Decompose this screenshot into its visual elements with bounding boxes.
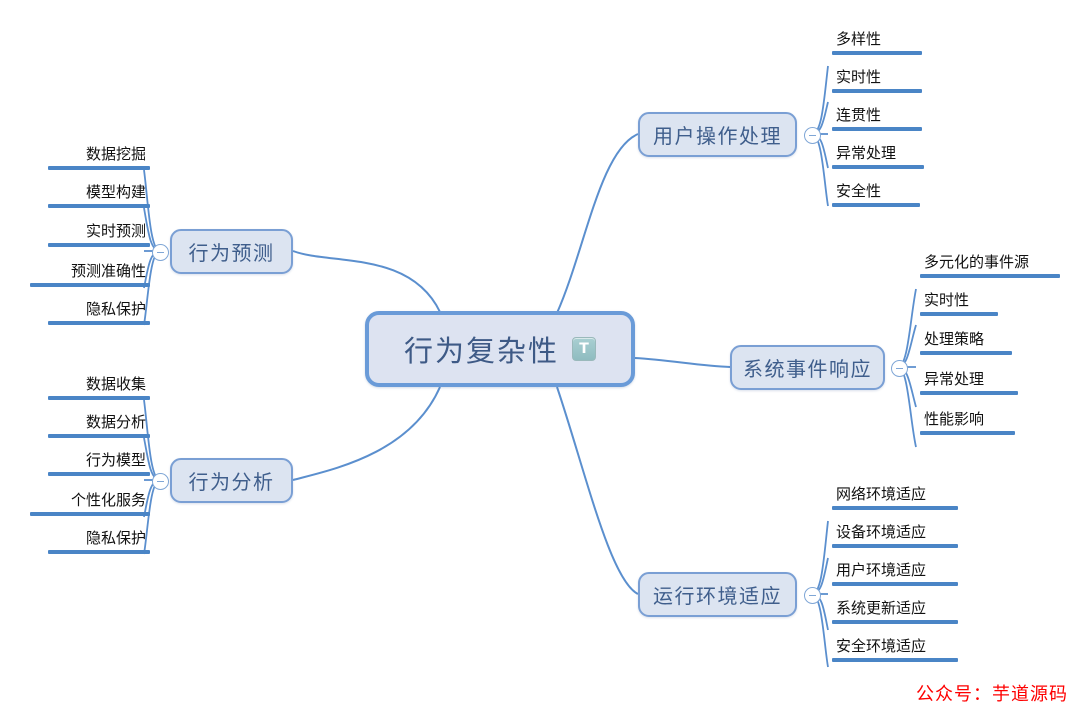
minus-icon	[896, 367, 903, 370]
leaf-underline	[832, 582, 958, 586]
leaf-label: 异常处理	[924, 370, 985, 388]
root-label: 行为复杂性	[403, 334, 559, 368]
leaf-label: 实时预测	[85, 222, 146, 240]
leaf-item[interactable]: 安全性	[832, 182, 920, 207]
leaf-underline	[920, 274, 1060, 278]
leaf-underline	[48, 472, 150, 476]
leaf-item[interactable]: 多元化的事件源	[920, 253, 1060, 278]
leaf-label: 多样性	[836, 30, 882, 48]
leaf-underline	[832, 165, 924, 169]
leaf-label: 数据分析	[85, 413, 146, 431]
leaf-underline	[48, 550, 150, 554]
leaf-label: 性能影响	[924, 410, 985, 428]
leaf-label: 安全环境适应	[836, 637, 927, 655]
leaf-item[interactable]: 性能影响	[920, 410, 1015, 435]
branch-label: 行为预测	[188, 241, 275, 265]
leaf-label: 异常处理	[836, 144, 897, 162]
leaf-underline	[48, 321, 150, 325]
leaf-label: 隐私保护	[85, 529, 146, 547]
leaf-item[interactable]: 隐私保护	[48, 529, 150, 554]
leaf-underline	[30, 512, 150, 516]
branch-label: 系统事件响应	[743, 357, 872, 381]
leaf-underline	[48, 204, 150, 208]
minus-icon	[157, 480, 164, 483]
branch-node-behavior-analysis[interactable]: 行为分析	[170, 458, 293, 503]
leaf-underline	[832, 506, 958, 510]
leaf-item[interactable]: 网络环境适应	[832, 485, 958, 510]
leaf-item[interactable]: 连贯性	[832, 106, 922, 131]
leaf-label: 系统更新适应	[836, 599, 927, 617]
leaf-item[interactable]: 行为模型	[48, 451, 150, 476]
leaf-label: 个性化服务	[70, 491, 146, 509]
leaf-label: 用户环境适应	[836, 561, 927, 579]
branch-label: 运行环境适应	[653, 584, 782, 608]
branch-node-runtime-environment-adaptation[interactable]: 运行环境适应	[638, 572, 797, 617]
leaf-label: 设备环境适应	[836, 523, 927, 541]
leaf-label: 模型构建	[85, 183, 146, 201]
watermark: 公众号：芋道源码	[916, 684, 1068, 705]
leaf-label: 多元化的事件源	[924, 253, 1030, 271]
leaf-underline	[48, 396, 150, 400]
minus-icon	[157, 251, 164, 254]
collapse-toggle-user-operation-handling[interactable]	[804, 127, 821, 144]
leaf-underline	[832, 89, 922, 93]
leaf-item[interactable]: 实时预测	[48, 222, 150, 247]
leaf-underline	[30, 283, 150, 287]
leaf-item[interactable]: 多样性	[832, 30, 922, 55]
leaf-label: 安全性	[836, 182, 882, 200]
leaf-underline	[48, 434, 150, 438]
leaf-item[interactable]: 处理策略	[920, 330, 1012, 355]
leaf-item[interactable]: 数据收集	[48, 375, 150, 400]
leaf-item[interactable]: 设备环境适应	[832, 523, 958, 548]
leaf-label: 实时性	[836, 68, 882, 86]
leaf-underline	[48, 166, 150, 170]
leaf-underline	[48, 243, 150, 247]
leaf-item[interactable]: 数据挖掘	[48, 145, 150, 170]
leaf-label: 连贯性	[836, 106, 882, 124]
collapse-toggle-runtime-environment-adaptation[interactable]	[804, 587, 821, 604]
leaf-item[interactable]: 模型构建	[48, 183, 150, 208]
branch-node-behavior-prediction[interactable]: 行为预测	[170, 229, 293, 274]
collapse-toggle-system-event-response[interactable]	[891, 360, 908, 377]
leaf-item[interactable]: 系统更新适应	[832, 599, 958, 624]
leaf-underline	[920, 312, 998, 316]
branch-label: 行为分析	[188, 470, 275, 494]
leaf-item[interactable]: 安全环境适应	[832, 637, 958, 662]
text-note-icon[interactable]: T	[572, 337, 596, 361]
leaf-item[interactable]: 数据分析	[48, 413, 150, 438]
collapse-toggle-behavior-prediction[interactable]	[152, 244, 169, 261]
leaf-item[interactable]: 用户环境适应	[832, 561, 958, 586]
leaf-underline	[920, 431, 1015, 435]
leaf-underline	[832, 658, 958, 662]
leaf-item[interactable]: 隐私保护	[48, 300, 150, 325]
leaf-item[interactable]: 异常处理	[832, 144, 924, 169]
leaf-underline	[920, 391, 1018, 395]
root-node[interactable]: 行为复杂性 T	[365, 311, 635, 387]
leaf-item[interactable]: 实时性	[832, 68, 922, 93]
leaf-underline	[832, 544, 958, 548]
leaf-item[interactable]: 预测准确性	[30, 262, 150, 287]
leaf-underline	[832, 51, 922, 55]
leaf-underline	[832, 127, 922, 131]
leaf-item[interactable]: 个性化服务	[30, 491, 150, 516]
leaf-underline	[832, 203, 920, 207]
leaf-item[interactable]: 实时性	[920, 291, 998, 316]
branch-node-system-event-response[interactable]: 系统事件响应	[730, 345, 885, 390]
leaf-label: 预测准确性	[70, 262, 146, 280]
collapse-toggle-behavior-analysis[interactable]	[152, 473, 169, 490]
leaf-label: 数据收集	[85, 375, 146, 393]
leaf-label: 网络环境适应	[836, 485, 927, 503]
leaf-label: 实时性	[924, 291, 970, 309]
leaf-label: 行为模型	[85, 451, 146, 469]
branch-node-user-operation-handling[interactable]: 用户操作处理	[638, 112, 797, 157]
leaf-label: 隐私保护	[85, 300, 146, 318]
branch-label: 用户操作处理	[653, 124, 782, 148]
leaf-underline	[920, 351, 1012, 355]
minus-icon	[809, 134, 816, 137]
leaf-underline	[832, 620, 958, 624]
minus-icon	[809, 594, 816, 597]
leaf-item[interactable]: 异常处理	[920, 370, 1018, 395]
leaf-label: 数据挖掘	[85, 145, 146, 163]
leaf-label: 处理策略	[924, 330, 985, 348]
